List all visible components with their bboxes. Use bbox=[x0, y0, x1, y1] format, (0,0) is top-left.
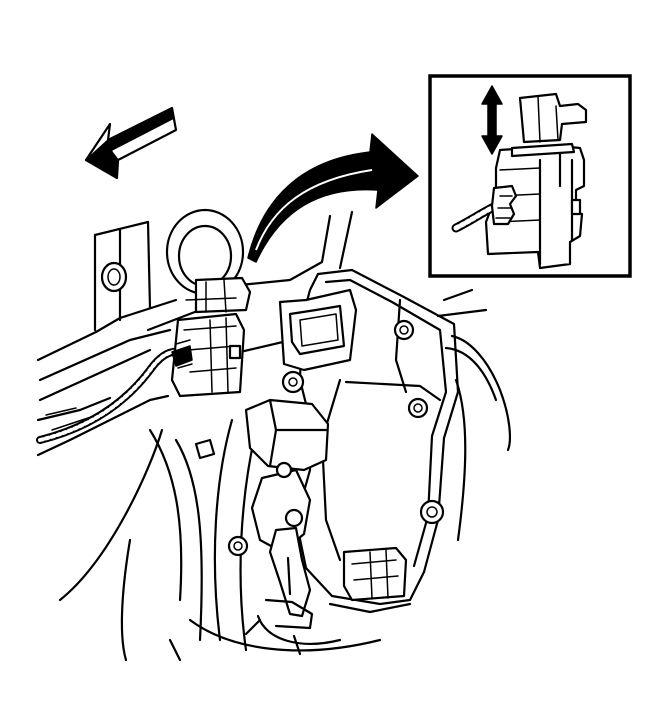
lock-lever bbox=[268, 526, 312, 618]
direction-arrow-icon bbox=[84, 106, 178, 180]
lower-connector bbox=[342, 546, 408, 602]
clip-slot bbox=[194, 438, 216, 460]
inset-connector bbox=[451, 92, 588, 270]
electrical-connector bbox=[170, 276, 252, 398]
screw-boss bbox=[281, 370, 305, 394]
actuator-motor bbox=[244, 398, 330, 472]
door-panel bbox=[36, 208, 382, 662]
double-arrow-icon bbox=[481, 85, 503, 155]
motion-arrow-icon bbox=[247, 133, 419, 263]
door-lock-actuator bbox=[227, 268, 511, 656]
mounting-hole bbox=[100, 261, 128, 293]
detail-inset bbox=[428, 74, 632, 278]
